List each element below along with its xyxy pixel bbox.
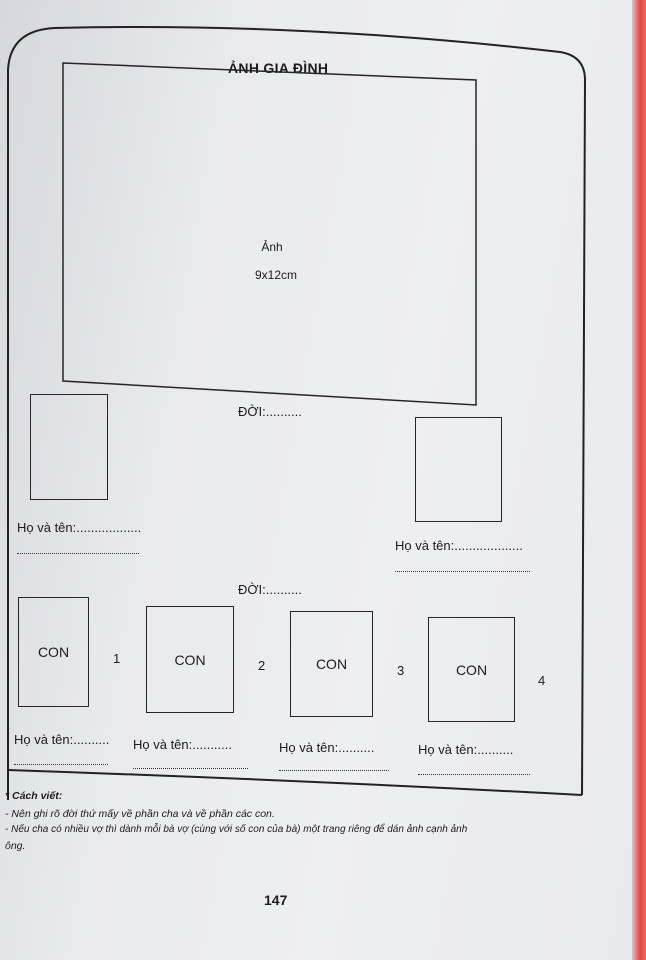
notes-line-2: - Nếu cha có nhiều vợ thì dành mỗi bà vợ… <box>5 824 468 835</box>
notes-line-1: - Nên ghi rõ đời thứ mấy về phần cha và … <box>5 808 275 820</box>
parent-name-left: Họ và tên:.................. <box>17 520 142 535</box>
child-photo-box: CON <box>428 617 515 722</box>
generation-label-parents: ĐỜI:.......... <box>238 404 302 419</box>
child-name: Họ và tên:........... <box>133 737 232 752</box>
photo-size-label: 9x12cm <box>254 268 298 282</box>
book-page <box>0 0 632 960</box>
page-edge <box>632 0 646 960</box>
child-number: 1 <box>113 651 121 666</box>
child-number: 2 <box>258 658 266 673</box>
notes-heading: * Cách viết: <box>5 790 63 802</box>
child-name: Họ và tên:.......... <box>279 740 375 755</box>
child-name: Họ và tên:.......... <box>418 742 514 757</box>
photo-label: Ảnh <box>261 240 283 254</box>
generation-label-children: ĐỜI:.......... <box>238 582 302 597</box>
child-name: Họ và tên:.......... <box>14 732 110 747</box>
child-number: 3 <box>397 663 405 678</box>
name-line <box>17 553 139 554</box>
child-photo-box: CON <box>290 611 373 717</box>
name-line <box>395 571 530 572</box>
name-line <box>133 768 248 769</box>
page-number: 147 <box>264 892 288 908</box>
parent-photo-box-left <box>30 394 108 500</box>
child-photo-box: CON <box>146 606 234 713</box>
parent-name-right: Họ và tên:................... <box>395 538 523 553</box>
name-line <box>14 764 108 765</box>
child-photo-box: CON <box>18 597 89 707</box>
name-line <box>279 770 389 771</box>
parent-photo-box-right <box>415 417 502 522</box>
page-title: ẢNH GIA ĐÌNH <box>228 60 329 76</box>
child-number: 4 <box>538 673 546 688</box>
name-line <box>418 774 530 775</box>
notes-line-3: ông. <box>5 840 26 852</box>
